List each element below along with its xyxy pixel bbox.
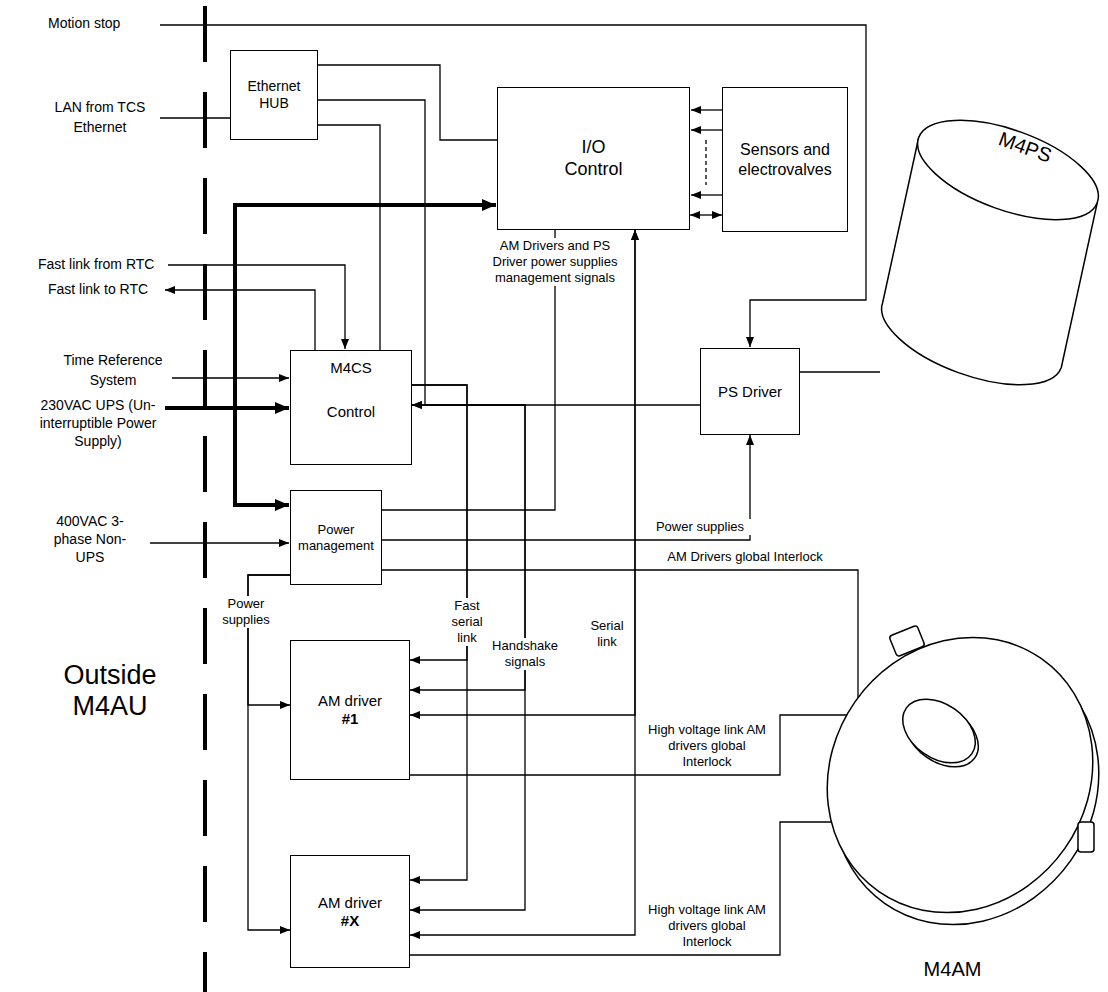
driver-box: PS Driver	[700, 348, 800, 435]
actuator-box	[1078, 822, 1094, 852]
control-box: M4CS Control	[290, 350, 412, 465]
connector	[410, 230, 635, 935]
signal-label: Fast link to RTC	[48, 281, 148, 299]
mirror-unit-outline	[800, 600, 1105, 985]
signal-label: Motion stop	[48, 15, 120, 33]
connector	[382, 570, 858, 600]
mirror-unit: M4AM	[800, 600, 1105, 985]
node-text: #X	[341, 912, 359, 930]
edge-label: High voltage link AM drivers global Inte…	[642, 722, 772, 770]
actuator-box	[889, 625, 925, 657]
boundary-bar	[203, 6, 207, 992]
mirror-face	[774, 585, 1108, 964]
motion-stop-wire	[160, 25, 866, 347]
rtc-out-wire	[165, 290, 315, 350]
edge-label: AM Drivers and PS Driver power supplies …	[490, 238, 620, 286]
node-text: Control	[327, 403, 375, 421]
control-box: I/O Control	[497, 87, 690, 230]
node-text: Ethernet HUB	[239, 78, 309, 112]
node-text: M4CS	[330, 359, 372, 377]
node-text: PS Driver	[718, 383, 782, 401]
sensor-box: Sensors and electrovalves	[722, 87, 848, 232]
node-text: Sensors and electrovalves	[735, 140, 835, 178]
region-label: Outside M4AU	[30, 660, 190, 722]
signal-label: Time Reference System	[48, 350, 178, 390]
ups-power-line	[165, 406, 289, 410]
connector	[410, 230, 635, 715]
driver-box: AM driver#1	[290, 640, 410, 780]
signal-label: 400VAC 3-phase Non-UPS	[45, 512, 135, 566]
signal-label: LAN from TCS Ethernet	[45, 97, 155, 137]
lan-wire	[160, 117, 230, 118]
cylinder-top	[905, 100, 1108, 240]
ups-power-line	[235, 408, 289, 505]
hub-box: Ethernet HUB	[230, 50, 318, 140]
node-text: M4AM	[924, 957, 982, 981]
sensor-wire	[691, 129, 722, 130]
connector	[690, 214, 722, 215]
node-text: #1	[342, 710, 359, 728]
connector	[248, 575, 290, 930]
connector	[318, 65, 497, 140]
sensor-wire	[691, 109, 722, 110]
node-text: Power management	[295, 522, 377, 553]
edge-label: Fast serial link	[443, 598, 491, 646]
driver-box: AM driver#X	[290, 855, 410, 968]
cylinder-unit-outline	[880, 95, 1102, 400]
signal-label: 230VAC UPS (Un-interruptible Power Suppl…	[28, 396, 168, 450]
edge-label: Handshake signals	[485, 638, 565, 670]
connector	[318, 125, 380, 350]
edge-label: Power supplies	[645, 519, 755, 535]
mains-wire	[150, 542, 289, 543]
edge-label: Serial link	[583, 618, 631, 650]
sensor-wire	[691, 194, 722, 195]
edge-label: Power supplies	[218, 596, 274, 628]
sensor-ellipsis	[705, 140, 706, 185]
node-text: AM driver	[318, 894, 382, 912]
power-box: Power management	[290, 490, 382, 585]
rtc-in-wire	[168, 265, 345, 349]
node-text: AM driver	[318, 692, 382, 710]
signal-label: Fast link from RTC	[38, 256, 154, 274]
connector	[800, 371, 880, 372]
node-text: I/O Control	[554, 137, 634, 180]
connector	[410, 822, 800, 955]
edge-label: AM Drivers global Interlock	[645, 549, 845, 565]
mirror-hole	[891, 686, 988, 776]
cylinder-unit: M4PS	[880, 95, 1102, 400]
connector	[248, 575, 290, 705]
connector	[410, 715, 800, 775]
edge-label: High voltage link AM drivers global Inte…	[642, 902, 772, 950]
time-ref-wire	[172, 377, 289, 378]
